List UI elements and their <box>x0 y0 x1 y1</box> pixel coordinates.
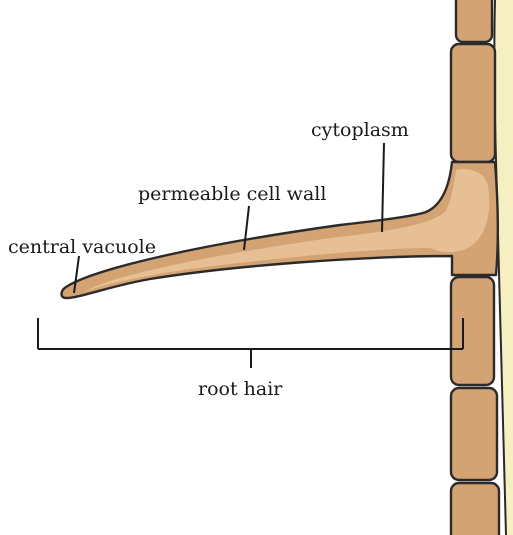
epidermal-cell <box>451 44 495 162</box>
epidermal-cell <box>451 483 499 535</box>
epidermal-cell <box>456 0 492 42</box>
vacuole-label: central vacuole <box>8 236 156 258</box>
cell-wall-label: permeable cell wall <box>138 183 326 205</box>
epidermal-cell <box>451 277 494 385</box>
epidermal-cell <box>451 388 497 480</box>
cytoplasm-label: cytoplasm <box>311 119 409 141</box>
root-hair-label: root hair <box>198 378 283 400</box>
root-hair-bracket <box>38 318 463 368</box>
